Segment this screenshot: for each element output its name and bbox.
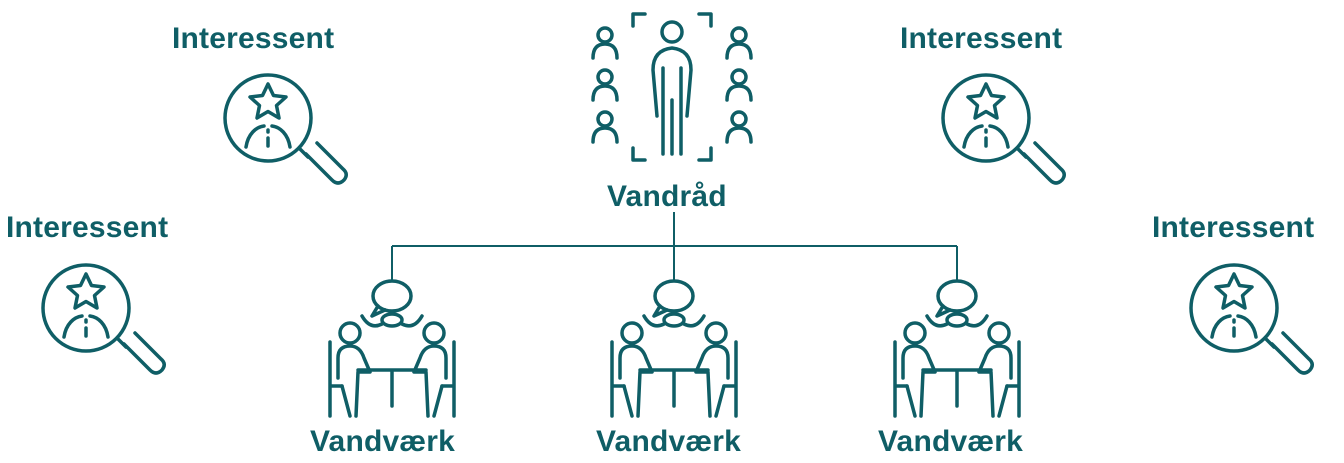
waterworks-label: Vandværk [878, 425, 1024, 458]
stakeholder-label: Interessent [6, 211, 169, 244]
magnifier-person-star-icon [1184, 258, 1318, 384]
council-people-icon [587, 8, 757, 166]
stakeholder-label: Interessent [900, 22, 1063, 55]
stakeholder-label: Interessent [1152, 211, 1315, 244]
magnifier-person-star-icon [936, 68, 1070, 194]
stakeholder-label: Interessent [172, 22, 335, 55]
council-label: Vandråd [607, 180, 727, 213]
waterworks-label: Vandværk [596, 425, 742, 458]
meeting-table-icon [604, 276, 744, 424]
meeting-table-icon [887, 276, 1027, 424]
magnifier-person-star-icon [218, 68, 352, 194]
magnifier-person-star-icon [36, 258, 170, 384]
meeting-table-icon [322, 276, 462, 424]
waterworks-label: Vandværk [310, 425, 456, 458]
